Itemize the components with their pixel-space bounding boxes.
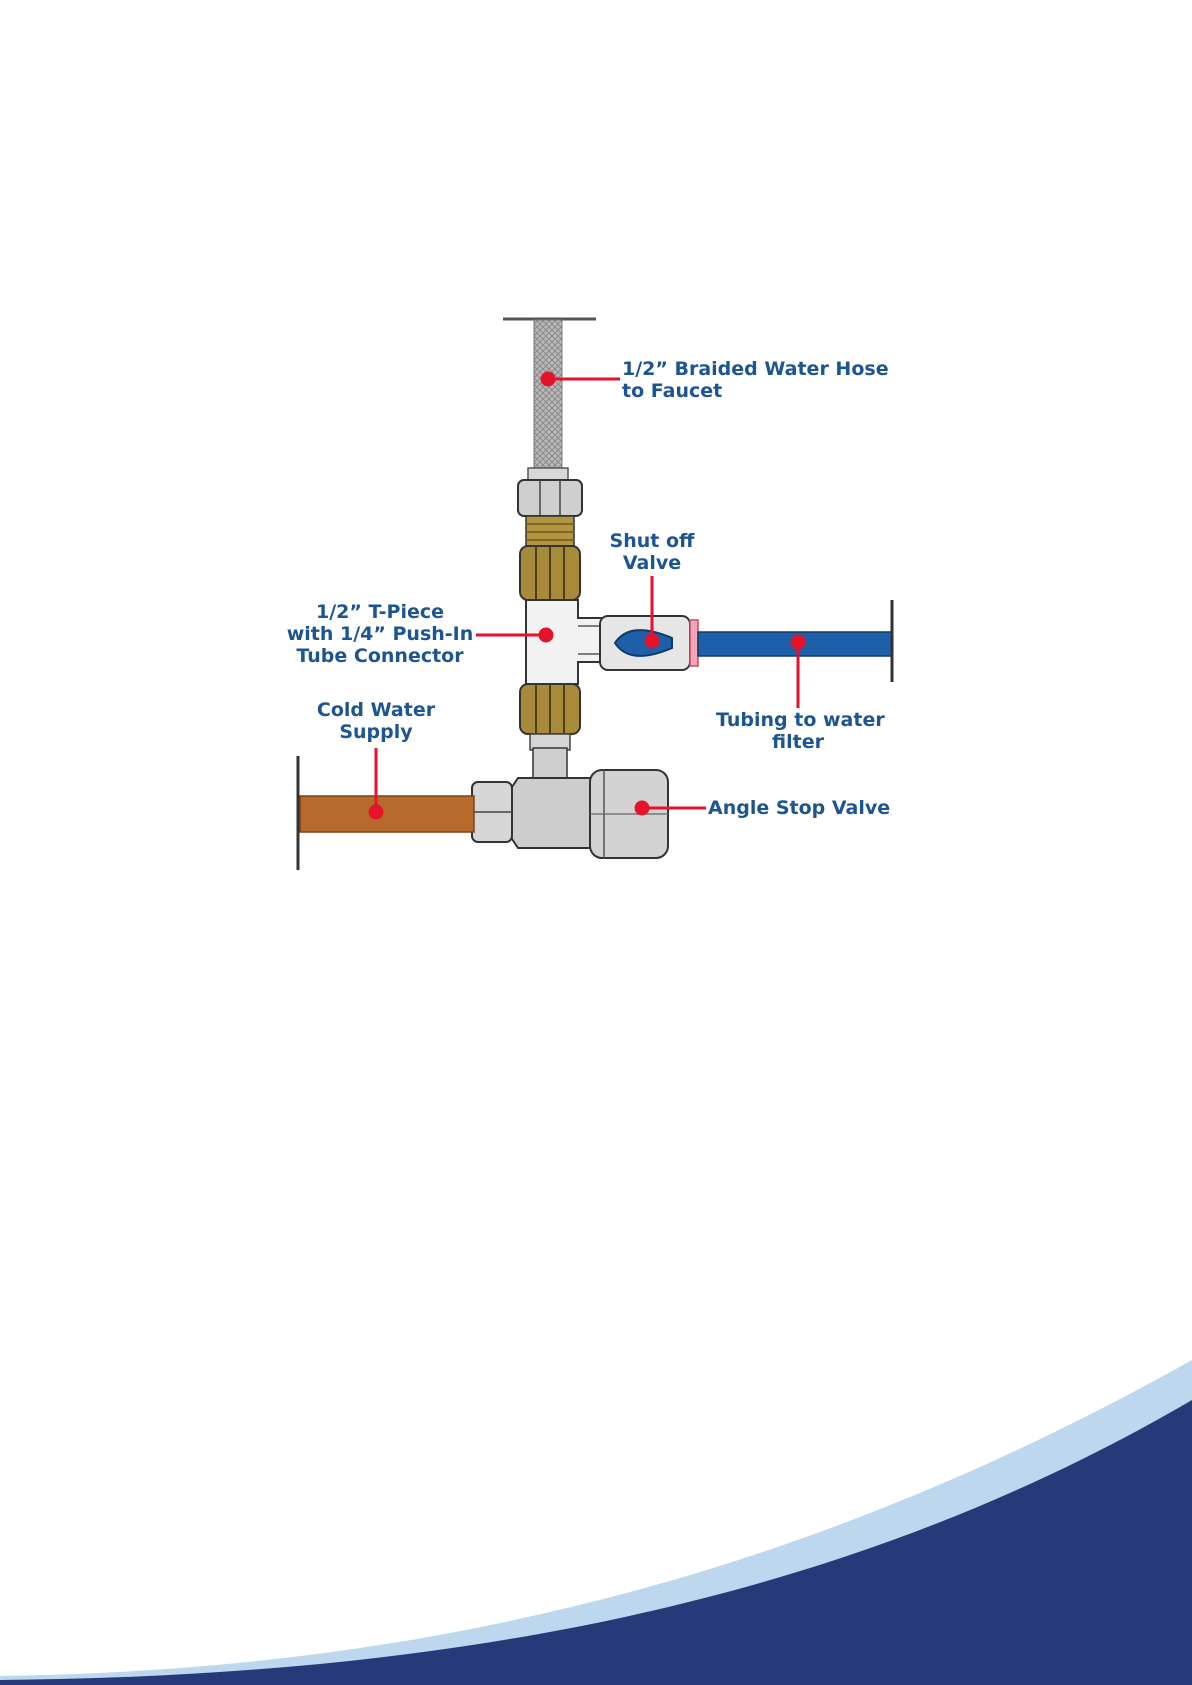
footer-wave [0,1360,1192,1685]
lower-brass-compression-nut [520,684,580,750]
upper-brass-compression-nut [520,516,580,600]
label-shut-off-valve: Shut off Valve [602,530,702,574]
label-t-piece: 1/2” T-Piece with 1/4” Push-In Tube Conn… [286,601,474,667]
cold-water-copper-pipe [298,756,474,870]
upper-hex-nut [518,468,582,516]
label-angle-stop: Angle Stop Valve [708,797,890,819]
label-tubing: Tubing to water filter [716,709,880,753]
braided-hose [503,319,596,470]
label-cold-water: Cold Water Supply [306,699,446,743]
label-braided-hose: 1/2” Braided Water Hose to Faucet [622,358,889,402]
